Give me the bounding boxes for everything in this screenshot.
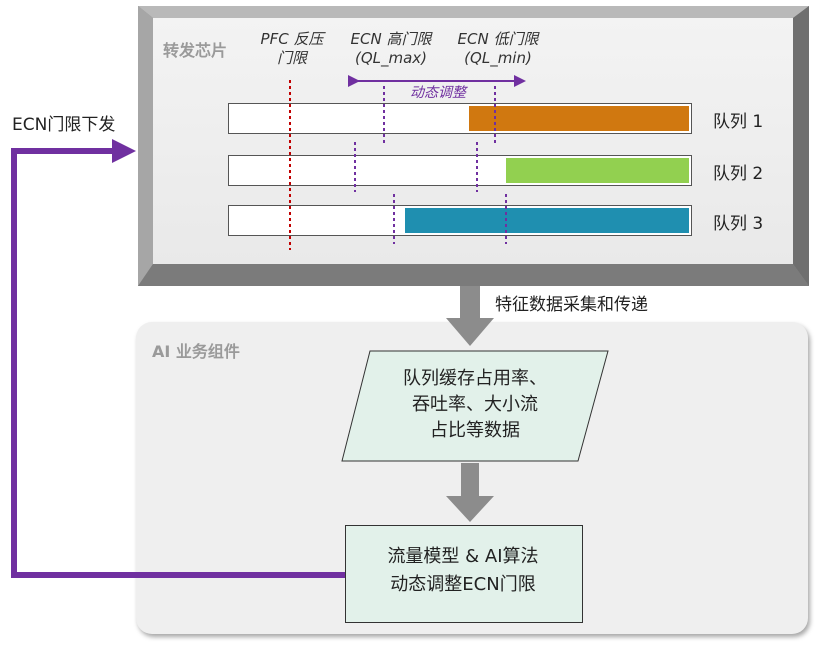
chip-title: 转发芯片	[163, 41, 228, 60]
ecn-feedback-line	[11, 148, 345, 578]
queue-fill-1	[469, 106, 689, 131]
model-box-text: 流量模型 & AI算法 动态调整ECN门限	[387, 546, 539, 595]
queue-bar-2	[228, 155, 692, 186]
queue-fill-3	[404, 208, 689, 233]
queue-fill-2	[506, 158, 689, 183]
pfc-threshold-label: PFC 反压 门限	[260, 30, 324, 67]
data-parallelogram	[341, 350, 609, 462]
queue-label-1: 队列 1	[713, 112, 764, 132]
ecn-high-label: ECN 高门限 (QL_max)	[350, 30, 432, 67]
queue-bar-3	[228, 205, 692, 236]
queue-label-2: 队列 2	[713, 164, 764, 184]
queue-label-3: 队列 3	[713, 214, 764, 234]
model-box	[345, 525, 583, 623]
feature-transfer-label: 特征数据采集和传递	[495, 295, 648, 315]
dynamic-adjust-label: 动态调整	[410, 85, 466, 101]
ecn-feedback-arrowhead	[112, 139, 136, 163]
ecn-low-label: ECN 低门限 (QL_min)	[457, 30, 539, 67]
ecn-feedback-label: ECN门限下发	[12, 115, 116, 135]
ai-title: AI 业务组件	[152, 342, 240, 361]
data-to-model-arrow	[446, 463, 494, 522]
queue-bar-1	[228, 103, 692, 134]
data-box-text: 队列缓存占用率、 吞吐率、大小流 占比等数据	[403, 368, 547, 441]
feature-transfer-arrow	[446, 286, 494, 346]
